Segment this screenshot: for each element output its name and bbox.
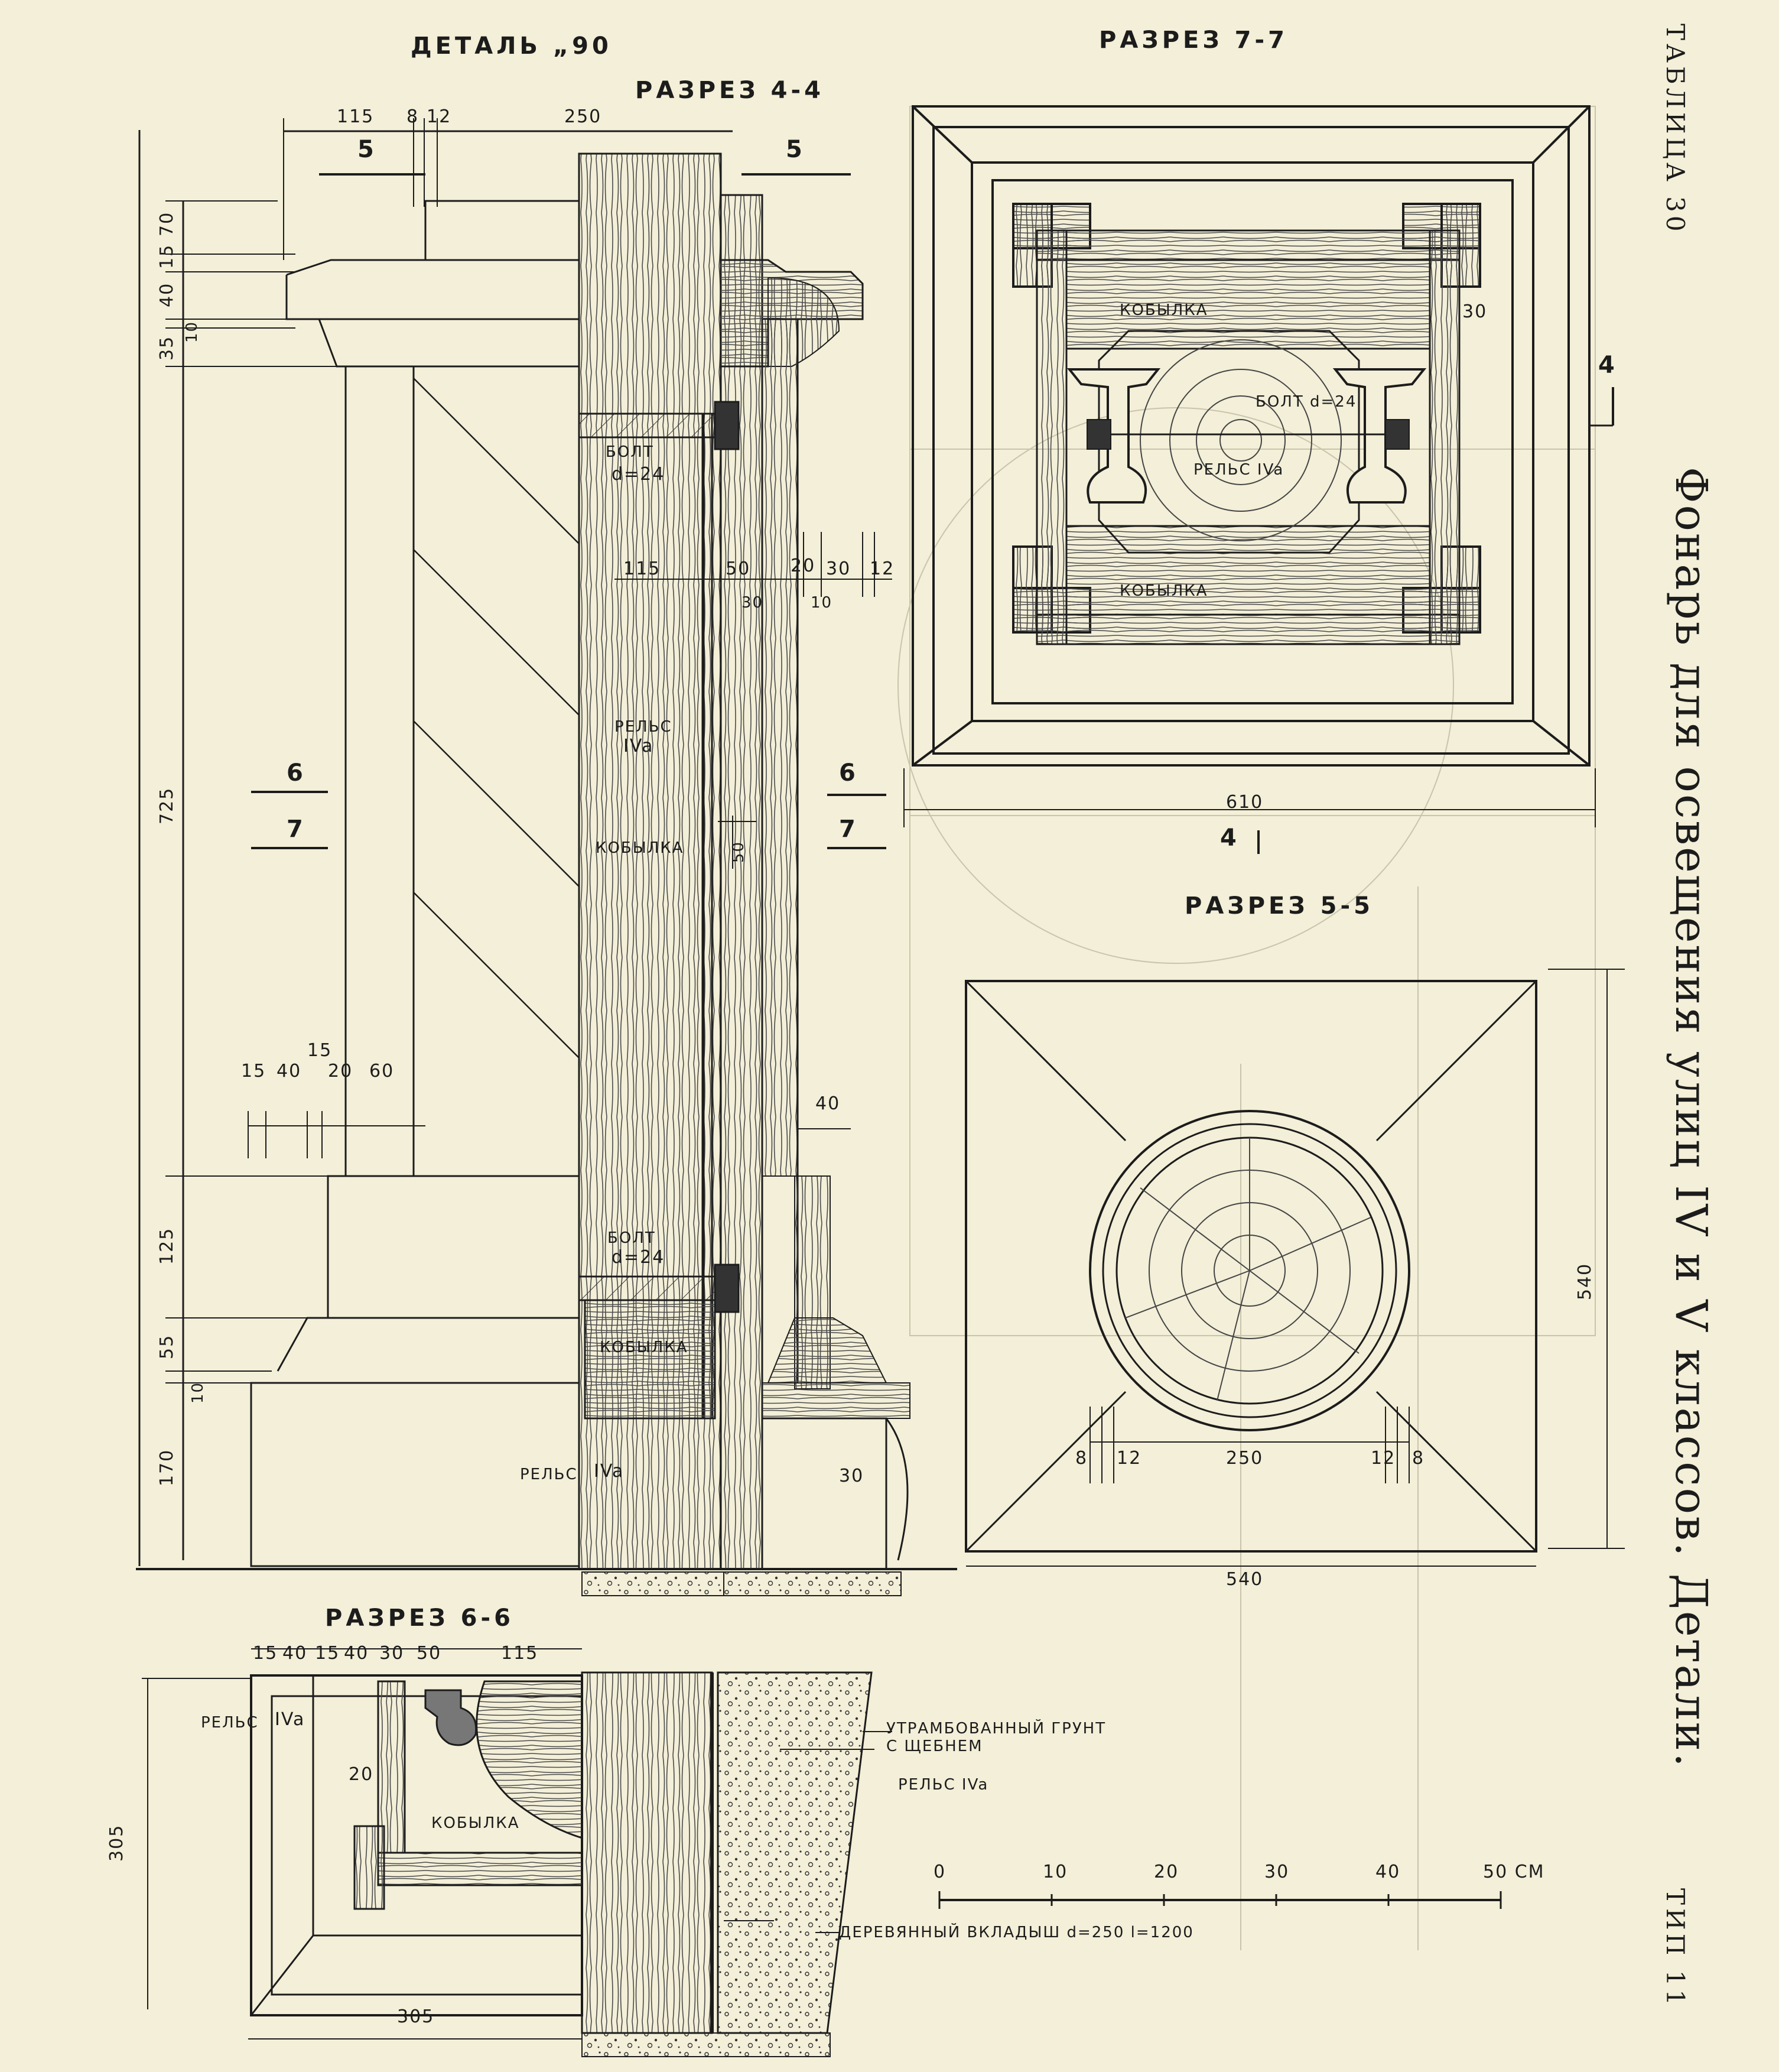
dim-top-8: 8 xyxy=(406,106,419,127)
dim-top-115: 115 xyxy=(337,106,375,127)
note-insert: ДЕРЕВЯННЫЙ ВКЛАДЫШ d=250 l=1200 xyxy=(839,1924,1194,1941)
dim-left-10-bottom: 10 xyxy=(189,1381,207,1404)
dim-55-width: 540 xyxy=(1226,1569,1264,1590)
sheet-title: Фонарь для освещения улиц IV и V классов… xyxy=(1666,467,1716,1769)
section-4-4 xyxy=(578,152,910,1596)
dim-66-height: 305 xyxy=(106,1824,127,1862)
rail-66-type: IVa xyxy=(275,1709,305,1730)
section-4-4-title: РАЗРЕЗ 4-4 xyxy=(635,77,824,104)
dim-77-610: 610 xyxy=(1226,792,1264,813)
dim-detail-15a: 15 xyxy=(241,1061,266,1082)
bolt-77-label: БОЛТ d=24 xyxy=(1256,393,1357,411)
cut-mark-6-right: 6 xyxy=(839,759,859,787)
rail-77-label: РЕЛЬС IVa xyxy=(1193,461,1284,479)
section-5-5-title: РАЗРЕЗ 5-5 xyxy=(1185,892,1374,920)
detail-title: ДЕТАЛЬ „90 xyxy=(411,33,612,60)
dim-detail-40: 40 xyxy=(277,1061,302,1082)
scale-40: 40 xyxy=(1375,1862,1401,1882)
dim-66-115: 115 xyxy=(501,1643,539,1664)
bolt-bottom-label: БОЛТ xyxy=(607,1229,656,1247)
dim-55-250: 250 xyxy=(1226,1448,1264,1469)
dim-detail-20: 20 xyxy=(328,1061,353,1082)
cut-mark-5-left: 5 xyxy=(357,136,378,163)
dim-right-30: 30 xyxy=(839,1466,864,1486)
dim-mid-50: 50 xyxy=(726,558,751,579)
table-label: ТАБЛИЦА 30 xyxy=(1661,24,1690,235)
scale-20: 20 xyxy=(1154,1862,1179,1882)
dim-left-35: 35 xyxy=(157,335,177,361)
dim-left-15: 15 xyxy=(157,243,177,269)
section-7-7 xyxy=(903,105,1614,854)
dim-mid-115: 115 xyxy=(623,558,661,579)
scale-bar xyxy=(938,1891,1502,1909)
type-label: ТИП 11 xyxy=(1661,1888,1690,2009)
dim-66-15a: 15 xyxy=(253,1643,278,1664)
dim-55-height: 540 xyxy=(1575,1262,1595,1300)
dim-left-70: 70 xyxy=(157,211,177,236)
bolt-top-label: БОЛТ xyxy=(606,443,654,461)
dim-mid-30b: 30 xyxy=(826,558,851,579)
dim-mid-20: 20 xyxy=(791,556,816,576)
dim-top-250: 250 xyxy=(564,106,602,127)
kobylka-top-label: КОБЫЛКА xyxy=(1120,301,1208,319)
dim-mid-12: 12 xyxy=(870,558,895,579)
ghost-lines xyxy=(897,106,1596,1950)
dim-66-20: 20 xyxy=(349,1764,374,1785)
cut-mark-4-right: 4 xyxy=(1598,352,1618,379)
dim-55-8a: 8 xyxy=(1075,1448,1088,1469)
rail-mid-type: IVa xyxy=(623,736,654,756)
scale-10: 10 xyxy=(1043,1862,1068,1882)
dim-66-15b: 15 xyxy=(315,1643,340,1664)
note-soil-1: УТРАМБОВАННЫЙ ГРУНТ xyxy=(886,1720,1107,1738)
dim-66-40a: 40 xyxy=(282,1643,308,1664)
note-rail: РЕЛЬС IVa xyxy=(898,1776,989,1794)
rail-mid-label: РЕЛЬС xyxy=(614,718,672,736)
section-7-7-title: РАЗРЕЗ 7-7 xyxy=(1099,27,1288,54)
dim-left-10-top: 10 xyxy=(183,320,201,343)
cut-mark-7-left: 7 xyxy=(287,816,307,843)
dim-left-125: 125 xyxy=(157,1227,177,1265)
bolt-top-diameter: d=24 xyxy=(612,464,665,485)
dim-66-50: 50 xyxy=(417,1643,442,1664)
dim-left-170: 170 xyxy=(157,1449,177,1486)
dim-55-12b: 12 xyxy=(1371,1448,1396,1469)
cut-mark-7-right: 7 xyxy=(839,816,859,843)
dim-left-725: 725 xyxy=(157,787,177,824)
dim-mid-10: 10 xyxy=(811,594,833,612)
note-soil-2: С ЩЕБНЕМ xyxy=(886,1738,983,1755)
dim-top-12: 12 xyxy=(427,106,452,127)
dim-detail-15b: 15 xyxy=(307,1040,333,1061)
kobylka-mid-label: КОБЫЛКА xyxy=(596,839,684,857)
rail-low-label: РЕЛЬС xyxy=(520,1466,578,1483)
dim-55-8b: 8 xyxy=(1412,1448,1425,1469)
rail-66-label: РЕЛЬС xyxy=(201,1714,259,1732)
scale-0: 0 xyxy=(934,1862,947,1882)
dim-mid-30a: 30 xyxy=(741,594,764,612)
section-5-5 xyxy=(965,969,1625,1567)
bolt-bottom-diameter: d=24 xyxy=(612,1247,665,1268)
dim-55-12a: 12 xyxy=(1117,1448,1142,1469)
scale-30: 30 xyxy=(1264,1862,1290,1882)
dim-detail-60: 60 xyxy=(369,1061,395,1082)
dim-gap-50: 50 xyxy=(730,840,747,863)
dim-left-40: 40 xyxy=(157,282,177,307)
dim-left-55: 55 xyxy=(157,1334,177,1359)
cut-mark-4-bottom: 4 xyxy=(1220,824,1240,852)
scale-50: 50 СМ xyxy=(1483,1862,1545,1882)
kobylka-bottom-label: КОБЫЛКА xyxy=(1120,582,1208,600)
dim-66-40b: 40 xyxy=(344,1643,369,1664)
dim-right-40: 40 xyxy=(815,1093,841,1114)
section-6-6-title: РАЗРЕЗ 6-6 xyxy=(325,1605,514,1632)
section-6-6 xyxy=(142,1648,892,2057)
dim-66-width: 305 xyxy=(397,2006,435,2027)
cut-mark-6-left: 6 xyxy=(287,759,307,787)
kobylka-66-label: КОБЫЛКА xyxy=(431,1814,520,1832)
dim-66-30: 30 xyxy=(379,1643,405,1664)
cut-mark-5-right: 5 xyxy=(786,136,806,163)
dim-77-30: 30 xyxy=(1462,301,1488,322)
rail-low-type: IVa xyxy=(594,1461,625,1482)
kobylka-low-label: КОБЫЛКА xyxy=(600,1339,688,1356)
